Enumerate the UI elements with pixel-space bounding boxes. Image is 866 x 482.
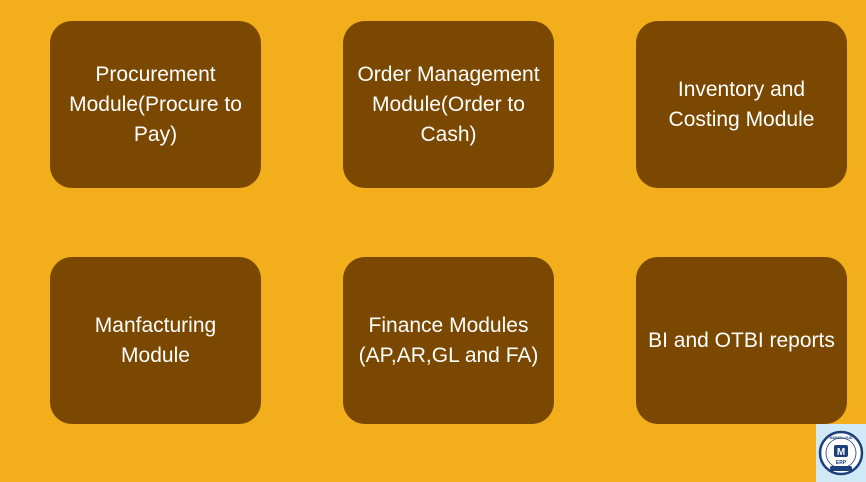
module-label: Order Management Module(Order to Cash) <box>357 62 540 146</box>
module-label: BI and OTBI reports <box>648 328 835 352</box>
module-label: Finance Modules (AP,AR,GL and FA) <box>358 313 539 367</box>
module-label: Procurement Module(Procure to Pay) <box>69 62 242 146</box>
module-card-bi-reports: BI and OTBI reports <box>636 257 847 424</box>
svg-text:M: M <box>837 447 845 458</box>
module-card-inventory: Inventory and Costing Module <box>636 21 847 188</box>
module-label: Inventory and Costing Module <box>668 77 815 131</box>
marscloud-logo: M ERP MARSCLOUD <box>816 424 866 482</box>
module-card-manufacturing: Manfacturing Module <box>50 257 261 424</box>
module-label: Manfacturing Module <box>94 313 217 367</box>
logo-badge-icon: M ERP MARSCLOUD <box>818 430 864 476</box>
svg-text:MARSCLOUD: MARSCLOUD <box>830 436 853 440</box>
module-card-procurement: Procurement Module(Procure to Pay) <box>50 21 261 188</box>
svg-text:ERP: ERP <box>836 460 847 466</box>
module-card-order-management: Order Management Module(Order to Cash) <box>343 21 554 188</box>
module-card-finance: Finance Modules (AP,AR,GL and FA) <box>343 257 554 424</box>
